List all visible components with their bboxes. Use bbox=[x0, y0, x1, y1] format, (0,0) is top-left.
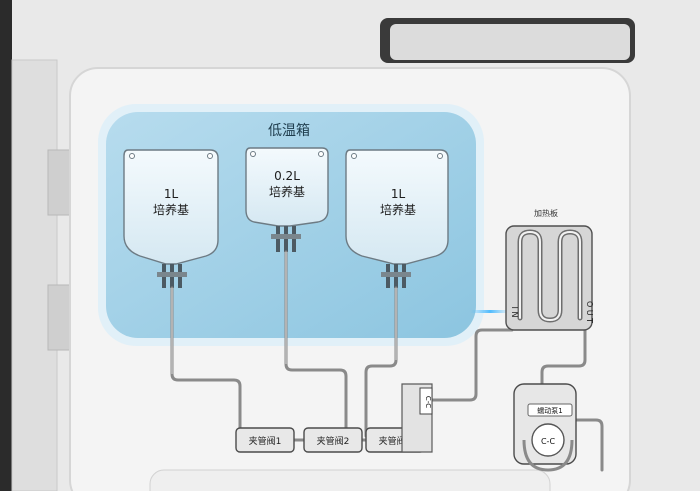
left-door-frame bbox=[11, 59, 58, 491]
peristaltic-pump[interactable]: 蠕动泵1 C-C bbox=[513, 383, 577, 472]
pump-symbol: C-C bbox=[541, 437, 555, 446]
heater-plate[interactable]: 加热板 I N O U T bbox=[505, 208, 594, 331]
connector-symbol: C-C bbox=[424, 396, 432, 408]
heater-out-label: O U T bbox=[585, 301, 594, 323]
bag-3-volume: 1L bbox=[391, 187, 406, 201]
pinch-valve-1-label: 夹管阀1 bbox=[249, 435, 282, 447]
pinch-valve-1[interactable]: 夹管阀1 bbox=[235, 427, 295, 453]
media-bag-3[interactable]: 1L 培养基 bbox=[345, 149, 449, 288]
media-bag-2[interactable]: 0.2L 培养基 bbox=[245, 147, 329, 252]
tube-connector[interactable]: C-C bbox=[401, 383, 433, 453]
heater-in-label: I N bbox=[510, 307, 519, 318]
heater-label: 加热板 bbox=[534, 208, 558, 218]
bottom-tray bbox=[149, 469, 551, 491]
media-bag-1[interactable]: 1L 培养基 bbox=[123, 149, 219, 288]
tubing bbox=[170, 250, 604, 472]
bag-1-volume: 1L bbox=[164, 187, 179, 201]
bag-1-medium: 培养基 bbox=[153, 202, 189, 217]
pinch-valve-2[interactable]: 夹管阀2 bbox=[303, 427, 363, 453]
pinch-valve-2-label: 夹管阀2 bbox=[317, 435, 350, 447]
incubator-title: 低温箱 bbox=[268, 123, 310, 139]
bag-2-volume: 0.2L bbox=[274, 169, 300, 183]
bag-2-medium: 培养基 bbox=[269, 184, 305, 199]
bag-3-medium: 培养基 bbox=[380, 202, 416, 217]
pump-label: 蠕动泵1 bbox=[537, 406, 562, 415]
accent-glow bbox=[470, 310, 510, 313]
